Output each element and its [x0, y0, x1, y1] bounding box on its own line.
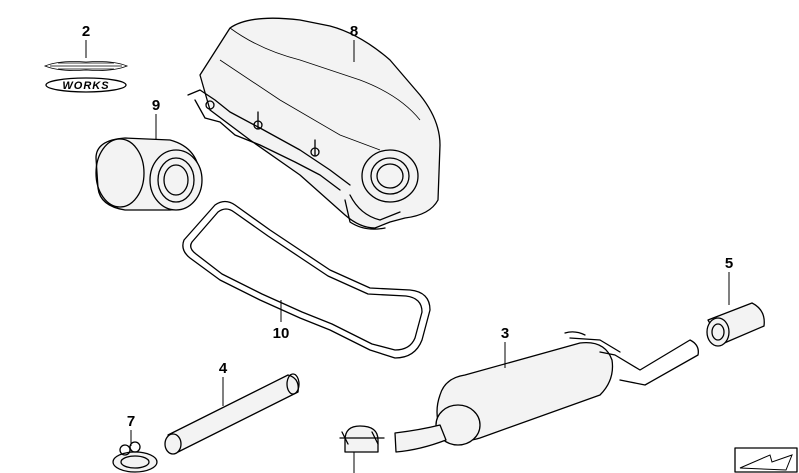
callout-2: 2 [82, 23, 90, 40]
callout-10: 10 [273, 325, 290, 342]
air-intake-housing [187, 17, 441, 230]
next-page-arrow-icon[interactable] [734, 447, 798, 473]
pipe-sleeve [706, 302, 765, 347]
pipe-clamp [339, 425, 385, 473]
callout-3: 3 [501, 325, 509, 342]
callout-5: 5 [725, 255, 733, 272]
hose-clamp [112, 441, 158, 473]
callout-7: 7 [127, 413, 135, 430]
callout-9: 9 [152, 97, 160, 114]
callout-8: 8 [350, 23, 358, 40]
pipe [164, 373, 300, 455]
rear-muffler [394, 331, 699, 453]
works-logo-badge: WORKS [43, 61, 129, 93]
gasket [182, 200, 431, 359]
works-logo-text: WORKS [62, 80, 109, 92]
air-filter-element [95, 137, 203, 211]
callout-4: 4 [219, 360, 228, 377]
